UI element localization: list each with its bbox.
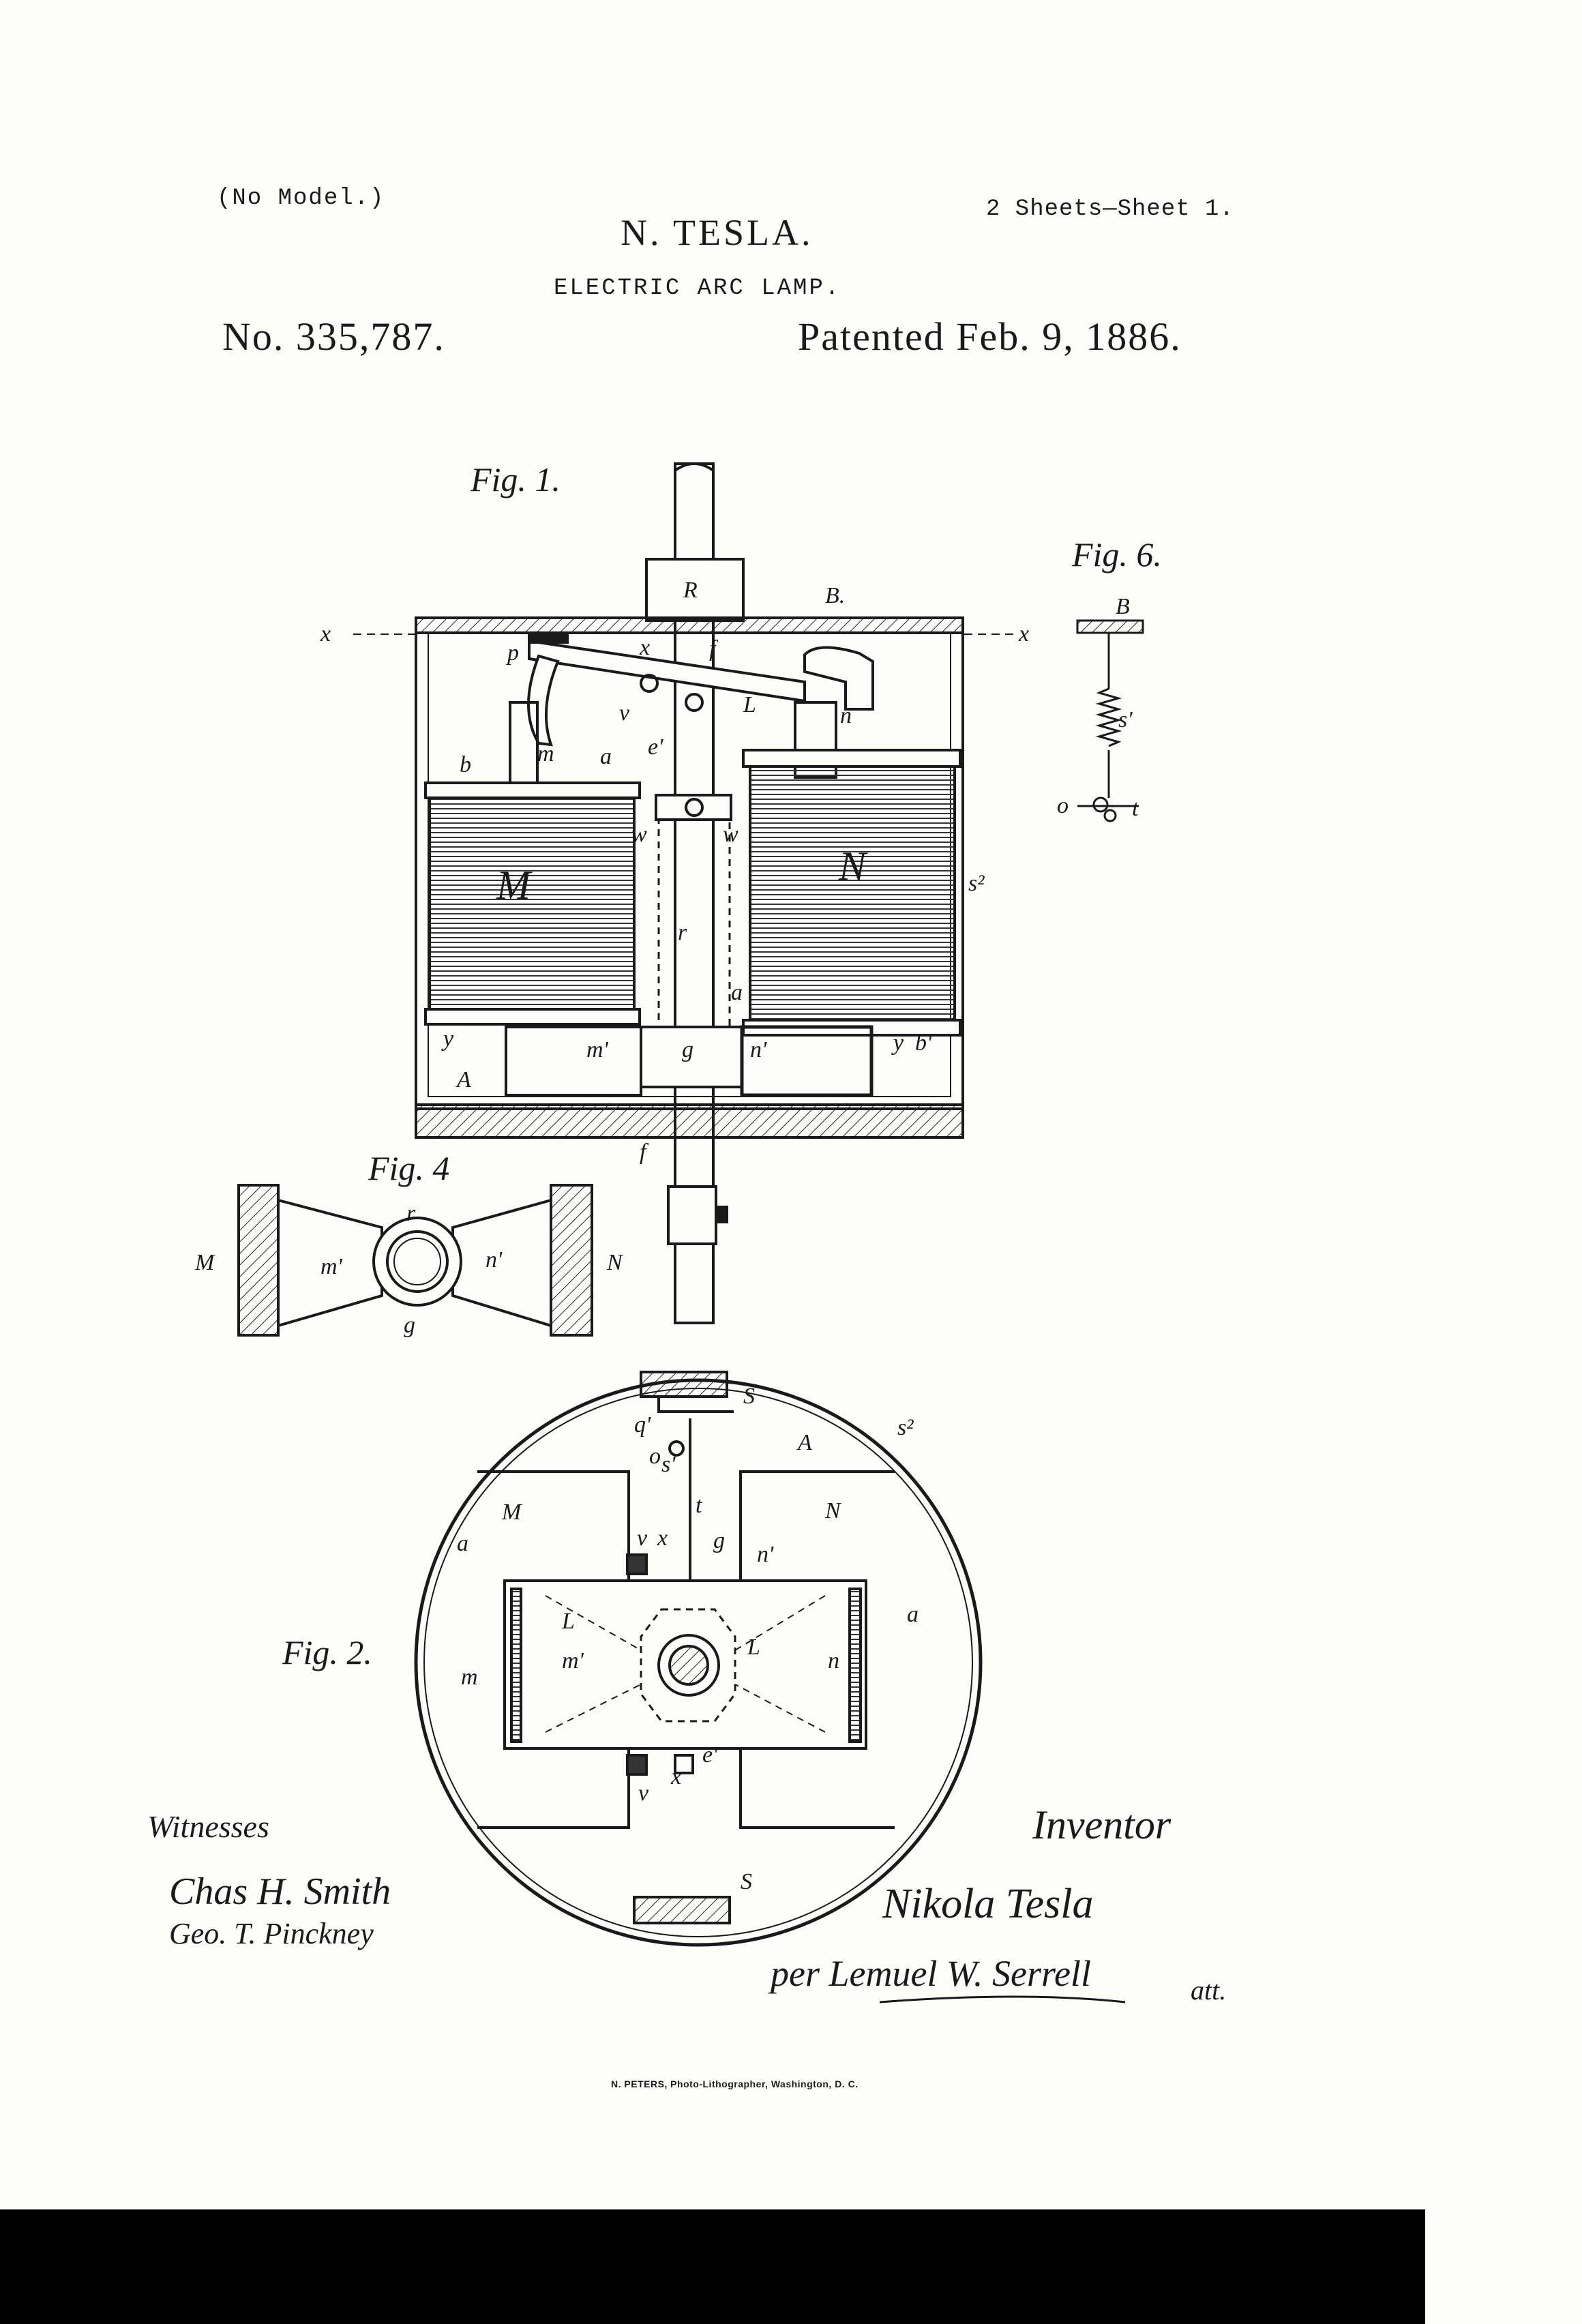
- fig2-letter: S: [743, 1384, 755, 1409]
- fig1-letter: y: [891, 1030, 904, 1056]
- patent-number: No. 335,787.: [222, 314, 445, 359]
- inventor-signature: Nikola Tesla: [882, 1881, 1094, 1927]
- fig1-letter: x: [1018, 621, 1029, 646]
- fig1-letter: B.: [825, 583, 845, 608]
- fig4-letter: m': [320, 1254, 343, 1279]
- fig1-letter: n: [840, 703, 852, 728]
- fig2-letter: x: [657, 1525, 668, 1551]
- signature-flourish: [879, 1995, 1126, 2003]
- fig4-letter: r: [406, 1201, 416, 1226]
- fig2-label: Fig. 2.: [282, 1633, 372, 1671]
- fig2-letter: S: [741, 1869, 752, 1894]
- fig1-letter: f: [640, 1139, 649, 1165]
- fig2-letter: t: [696, 1493, 703, 1518]
- fig1-letter: a: [600, 744, 612, 769]
- inventor-label: Inventor: [1032, 1802, 1171, 1847]
- fig1-drawing: [353, 462, 1016, 1324]
- fig2-letter: n: [828, 1648, 839, 1673]
- witness-2-signature: Geo. T. Pinckney: [169, 1917, 374, 1950]
- fig2-letter: x: [670, 1764, 681, 1789]
- fig1-letter: x: [639, 635, 650, 660]
- fig2-letter: L: [747, 1635, 760, 1660]
- fig4-label: Fig. 4: [368, 1149, 449, 1187]
- fig1-letter: n': [750, 1037, 767, 1062]
- fig1-letter: v: [619, 700, 630, 726]
- fig2-letter: s²: [897, 1415, 914, 1440]
- fig1-letter: R: [683, 578, 698, 603]
- fig4-drawing: [237, 1184, 593, 1337]
- fig2-letter: m: [461, 1665, 478, 1690]
- fig2-letter: m': [562, 1648, 584, 1673]
- fig6-label: Fig. 6.: [1071, 535, 1162, 573]
- fig6-letter: s': [1118, 707, 1133, 732]
- invention-title: ELECTRIC ARC LAMP.: [554, 275, 841, 301]
- printer-credit: N. PETERS, Photo-Lithographer, Washingto…: [611, 2079, 859, 2089]
- fig6-letter: o: [1057, 793, 1069, 818]
- fig2-letter: a: [457, 1531, 468, 1556]
- witness-1-signature: Chas H. Smith: [169, 1871, 391, 1913]
- sheet-info: 2 Sheets—Sheet 1.: [986, 196, 1234, 222]
- fig1-letter: w: [723, 822, 738, 847]
- fig1-letter: A: [456, 1067, 471, 1092]
- fig4-letter: n': [486, 1247, 503, 1272]
- fig2-letter: M: [501, 1500, 522, 1525]
- fig2-letter: a: [907, 1602, 919, 1627]
- fig1-letter: x: [320, 621, 331, 646]
- fig1-letter: s²: [968, 871, 985, 896]
- model-note: (No Model.): [217, 185, 385, 211]
- fig2-letter: o: [649, 1444, 661, 1469]
- fig6-letter: t: [1132, 796, 1139, 821]
- fig1-letter: m: [537, 741, 554, 766]
- fig1-letter: a: [731, 980, 743, 1005]
- fig1-letter: L: [743, 692, 756, 717]
- scan-border-bar: [0, 2209, 1425, 2324]
- fig1-letter: p: [506, 640, 519, 666]
- patent-date: Patented Feb. 9, 1886.: [798, 314, 1182, 359]
- fig1-letter: r: [678, 920, 687, 945]
- fig1-letter: g: [682, 1037, 693, 1062]
- fig1-letter: N: [838, 844, 868, 889]
- fig2-letter: n': [757, 1542, 774, 1567]
- fig1-letter: b': [915, 1030, 932, 1056]
- fig2-letter: v: [637, 1525, 648, 1551]
- fig4-letter: M: [194, 1250, 215, 1275]
- inventor-name: N. TESLA.: [621, 212, 814, 253]
- attorney-signature: per Lemuel W. Serrell: [768, 1953, 1091, 1994]
- fig4-letter: N: [606, 1250, 624, 1275]
- fig1-letter: m': [586, 1037, 609, 1062]
- fig1-label: Fig. 1.: [470, 460, 561, 498]
- fig1-letter: y: [441, 1026, 454, 1052]
- fig1-letter: M: [496, 863, 533, 908]
- fig4-letter: g: [404, 1313, 415, 1338]
- fig6-letter: B: [1116, 594, 1130, 619]
- fig2-drawing: [414, 1371, 983, 1947]
- fig2-letter: e': [702, 1742, 718, 1768]
- attorney-suffix: att.: [1191, 1975, 1226, 2006]
- fig2-letter: v: [638, 1781, 649, 1806]
- fig2-letter: N: [824, 1498, 842, 1523]
- fig1-letter: w: [631, 822, 647, 847]
- witnesses-label: Witnesses: [147, 1809, 269, 1844]
- fig2-letter: s': [661, 1452, 676, 1477]
- fig2-letter: g: [713, 1528, 725, 1553]
- fig2-letter: q': [634, 1412, 651, 1437]
- fig6-drawing: [1076, 619, 1144, 822]
- fig2-letter: A: [796, 1430, 812, 1455]
- fig1-letter: f: [709, 636, 719, 661]
- fig1-letter: b: [460, 752, 471, 777]
- fig1-letter: e': [648, 734, 663, 760]
- fig2-letter: L: [561, 1609, 575, 1634]
